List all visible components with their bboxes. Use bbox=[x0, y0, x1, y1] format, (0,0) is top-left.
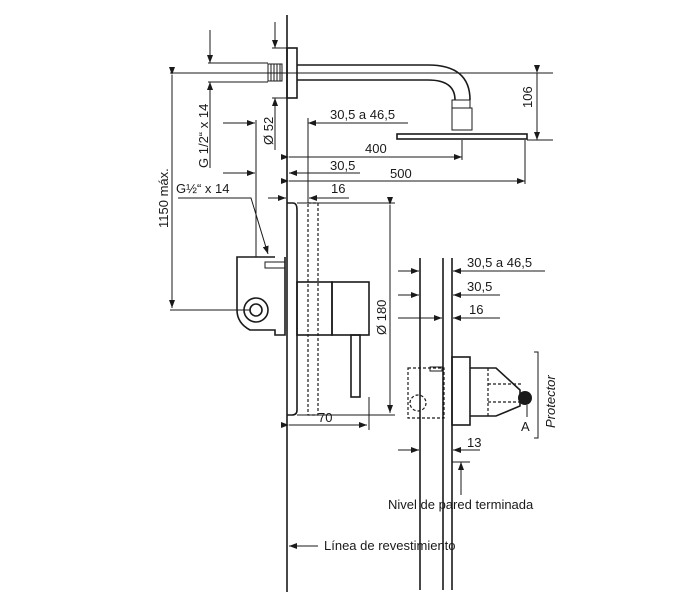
mixer-valve: Ø 180 70 bbox=[236, 197, 395, 430]
dim-flange-diameter: Ø 52 bbox=[261, 117, 276, 145]
detail-dim-13: 13 bbox=[467, 435, 481, 450]
detail-dim-mid: 30,5 bbox=[467, 279, 492, 294]
dim-plate-diameter: Ø 180 bbox=[374, 300, 389, 335]
dim-wall-range: 30,5 a 46,5 bbox=[330, 107, 395, 122]
dim-500: 500 bbox=[390, 166, 412, 181]
thread-label-top: G 1/2“ x 14 bbox=[196, 104, 211, 168]
dim-106: 106 bbox=[520, 86, 535, 108]
detail-dim-small: 16 bbox=[469, 302, 483, 317]
shower-arm: 106 bbox=[170, 47, 553, 141]
label-a: A bbox=[521, 419, 530, 434]
dim-30-5: 30,5 bbox=[330, 158, 355, 173]
install-detail: 30,5 a 46,5 30,5 16 A Protector 13 Nivel… bbox=[388, 255, 558, 590]
dim-70: 70 bbox=[318, 410, 332, 425]
mixer-thread-label: G½“ x 14 bbox=[176, 181, 229, 196]
finished-wall-label: Nivel de pared terminada bbox=[388, 497, 534, 512]
dim-400: 400 bbox=[365, 141, 387, 156]
detail-dim-range: 30,5 a 46,5 bbox=[467, 255, 532, 270]
protector-label: Protector bbox=[543, 375, 558, 428]
dim-1150: 1150 máx. bbox=[156, 168, 171, 228]
dim-16: 16 bbox=[331, 181, 345, 196]
cladding-line-label: Línea de revestimiento bbox=[324, 538, 456, 553]
